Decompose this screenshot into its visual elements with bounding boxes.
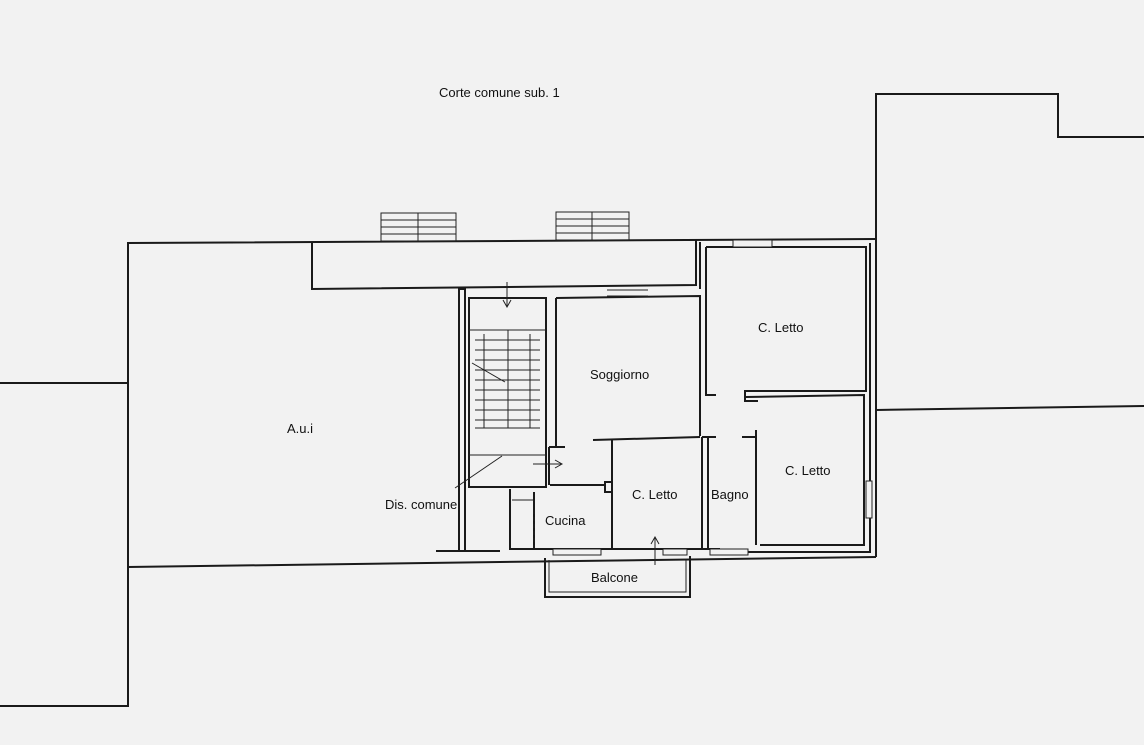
label-bagno: Bagno xyxy=(711,487,749,502)
windows xyxy=(552,239,873,556)
label-letto-top-right: C. Letto xyxy=(758,320,804,335)
dis-comune-leader xyxy=(454,455,503,489)
label-letto-center: C. Letto xyxy=(632,487,678,502)
apartment-walls xyxy=(436,242,871,553)
center-partitions xyxy=(512,430,757,549)
front-strip xyxy=(311,240,697,291)
label-soggiorno: Soggiorno xyxy=(590,367,649,382)
stair-treads xyxy=(475,334,540,429)
label-aui: A.u.i xyxy=(287,421,313,436)
stairwell xyxy=(468,282,547,488)
entry-arrow xyxy=(533,459,564,469)
label-balcone: Balcone xyxy=(591,570,638,585)
balcone-arrow xyxy=(650,535,660,565)
soggiorno-walls xyxy=(548,289,701,485)
label-letto-mid-right: C. Letto xyxy=(785,463,831,478)
balcony xyxy=(544,556,691,598)
site-boundary xyxy=(0,93,1144,707)
vent-grille-left xyxy=(380,212,457,242)
vent-grille-right xyxy=(555,211,630,241)
label-cucina: Cucina xyxy=(545,513,586,528)
label-corte: Corte comune sub. 1 xyxy=(439,85,560,100)
label-dis-comune: Dis. comune xyxy=(385,497,457,512)
